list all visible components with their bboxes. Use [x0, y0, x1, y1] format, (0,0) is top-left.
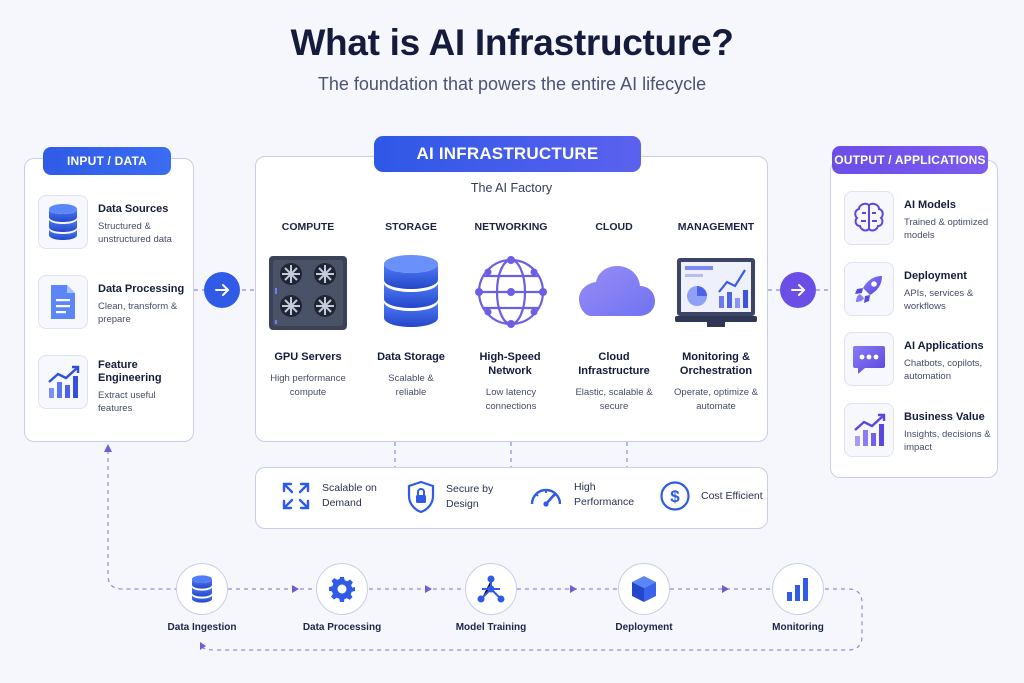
input-item-title: Feature Engineering	[98, 359, 162, 384]
page-subtitle: The foundation that powers the entire AI…	[317, 74, 707, 94]
benefits-bar	[255, 467, 768, 529]
chat-bubble-icon	[844, 332, 894, 386]
gpu-server-icon	[269, 256, 347, 330]
brain-icon	[844, 191, 894, 245]
bar-chart-icon	[38, 355, 88, 409]
lifecycle-step-deployment	[618, 563, 670, 615]
output-item-business-value: Business Value Insights, decisions & imp…	[844, 403, 994, 457]
column-desc: Scalable & reliable	[388, 373, 434, 398]
column-head: NETWORKING	[474, 221, 548, 233]
lock-shield-icon	[407, 480, 435, 514]
output-item-desc: APIs, services & workflows	[904, 288, 974, 312]
column-desc: Low latency connections	[485, 387, 537, 412]
column-head: STORAGE	[385, 221, 437, 233]
input-item-title: Data Processing	[98, 283, 185, 295]
column-head: MANAGEMENT	[677, 221, 755, 233]
cube-icon	[632, 576, 656, 602]
input-item-desc: Clean, transform & prepare	[98, 301, 178, 325]
output-item-ai-models: AI Models Trained & optimized models	[844, 191, 994, 245]
input-item-data-sources: Data Sources Structured & unstructured d…	[38, 195, 188, 249]
column-title: Cloud Infrastructure	[578, 351, 650, 377]
lifecycle-label: Monitoring	[772, 622, 824, 633]
lifecycle-label: Deployment	[615, 622, 673, 633]
page-title: What is AI Infrastructure?	[290, 22, 734, 63]
lifecycle-step-monitoring	[772, 563, 824, 615]
column-title: Monitoring & Orchestration	[679, 351, 753, 377]
lifecycle-label: Data Ingestion	[167, 622, 237, 633]
benefit-text: Cost Efficient	[701, 489, 763, 502]
output-item-title: AI Models	[904, 199, 956, 211]
cloud-icon	[579, 266, 655, 316]
input-item-title: Data Sources	[98, 203, 169, 215]
lifecycle-step-ingestion	[176, 563, 228, 615]
column-head: CLOUD	[595, 221, 633, 233]
output-label: OUTPUT / APPLICATIONS	[832, 146, 988, 174]
benefit-text: High Performance	[574, 481, 635, 508]
bar-chart-icon	[787, 578, 808, 601]
output-item-title: Deployment	[904, 270, 967, 282]
growth-chart-icon	[844, 403, 894, 457]
arrow-right-icon	[215, 284, 230, 296]
document-icon	[38, 275, 88, 329]
lifecycle-label: Data Processing	[302, 622, 382, 633]
column-desc: High performance compute	[270, 373, 346, 398]
database-icon	[192, 575, 212, 603]
output-item-desc: Insights, decisions & impact	[904, 429, 991, 453]
input-item-feature-engineering: Feature Engineering Extract useful featu…	[38, 355, 188, 415]
output-item-desc: Trained & optimized models	[904, 217, 989, 241]
gear-icon	[329, 577, 355, 602]
input-item-data-processing: Data Processing Clean, transform & prepa…	[38, 275, 188, 329]
input-item-desc: Extract useful features	[98, 390, 156, 414]
input-to-infra-arrow	[204, 272, 240, 308]
column-title: High-Speed Network	[479, 351, 541, 377]
storage-icon	[384, 255, 438, 327]
infra-label: AI INFRASTRUCTURE	[374, 136, 641, 172]
rocket-icon	[844, 262, 894, 316]
lifecycle-label: Model Training	[455, 622, 527, 633]
column-desc: Operate, optimize & automate	[674, 387, 758, 412]
arrow-right-icon	[791, 284, 806, 296]
column-title: GPU Servers	[274, 351, 342, 363]
input-label: INPUT / DATA	[43, 147, 171, 175]
dollar-coin-icon: $	[660, 481, 690, 511]
svg-text:$: $	[670, 487, 680, 506]
dashboard-monitor-icon	[675, 258, 757, 327]
infra-subtitle: The AI Factory	[470, 181, 553, 195]
column-desc: Elastic, scalable & secure	[575, 387, 653, 412]
network-globe-icon	[475, 256, 547, 328]
output-item-title: AI Applications	[904, 340, 984, 352]
benefit-secure: Secure by Design	[406, 480, 518, 514]
benefit-scalable: Scalable on Demand	[280, 480, 394, 512]
output-item-title: Business Value	[904, 411, 985, 423]
neural-network-icon	[477, 575, 505, 603]
lifecycle-step-training	[465, 563, 517, 615]
column-head: COMPUTE	[281, 221, 335, 233]
input-item-desc: Structured & unstructured data	[98, 221, 172, 245]
infra-to-output-arrow	[780, 272, 816, 308]
benefit-cost: $ Cost Efficient	[659, 480, 773, 512]
benefit-text: Secure by Design	[446, 483, 494, 510]
expand-arrows-icon	[282, 482, 310, 510]
benefit-text: Scalable on Demand	[322, 482, 377, 509]
benefit-performance: High Performance	[528, 480, 646, 510]
column-title: Data Storage	[377, 351, 445, 363]
output-item-desc: Chatbots, copilots, automation	[904, 358, 983, 382]
lifecycle-step-processing	[316, 563, 368, 615]
speedometer-icon	[530, 488, 562, 507]
database-icon	[38, 195, 88, 249]
output-item-ai-applications: AI Applications Chatbots, copilots, auto…	[844, 332, 994, 386]
output-item-deployment: Deployment APIs, services & workflows	[844, 262, 994, 316]
